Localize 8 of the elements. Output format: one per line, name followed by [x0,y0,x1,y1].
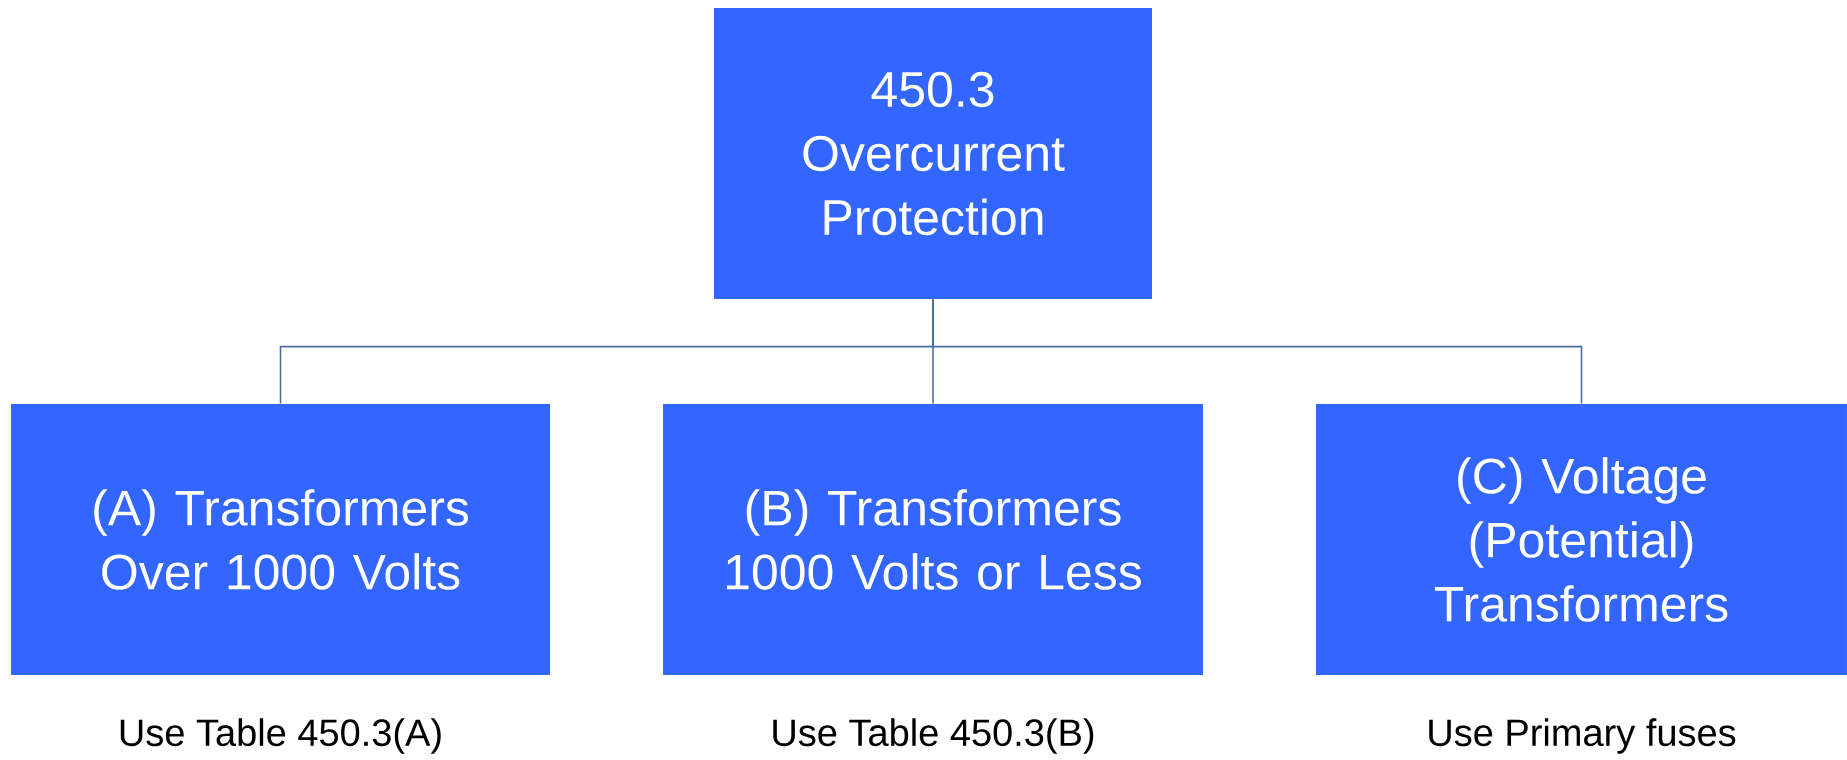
caption-text: Use Primary fuses [1429,718,1736,754]
process-box: 450.3 Overcurrent Protection [714,8,1152,299]
process-box: (C) Voltage (Potential) Transformers [1316,404,1847,675]
connector-line [932,298,1583,405]
process-box: (B) Transformers 1000 Volts or Less [663,404,1203,675]
caption-text: Use Table 450.3(B) [773,718,1094,754]
process-box: (A) Transformers Over 1000 Volts [11,404,550,675]
caption-text: Use Table 450.3(A) [120,718,441,754]
